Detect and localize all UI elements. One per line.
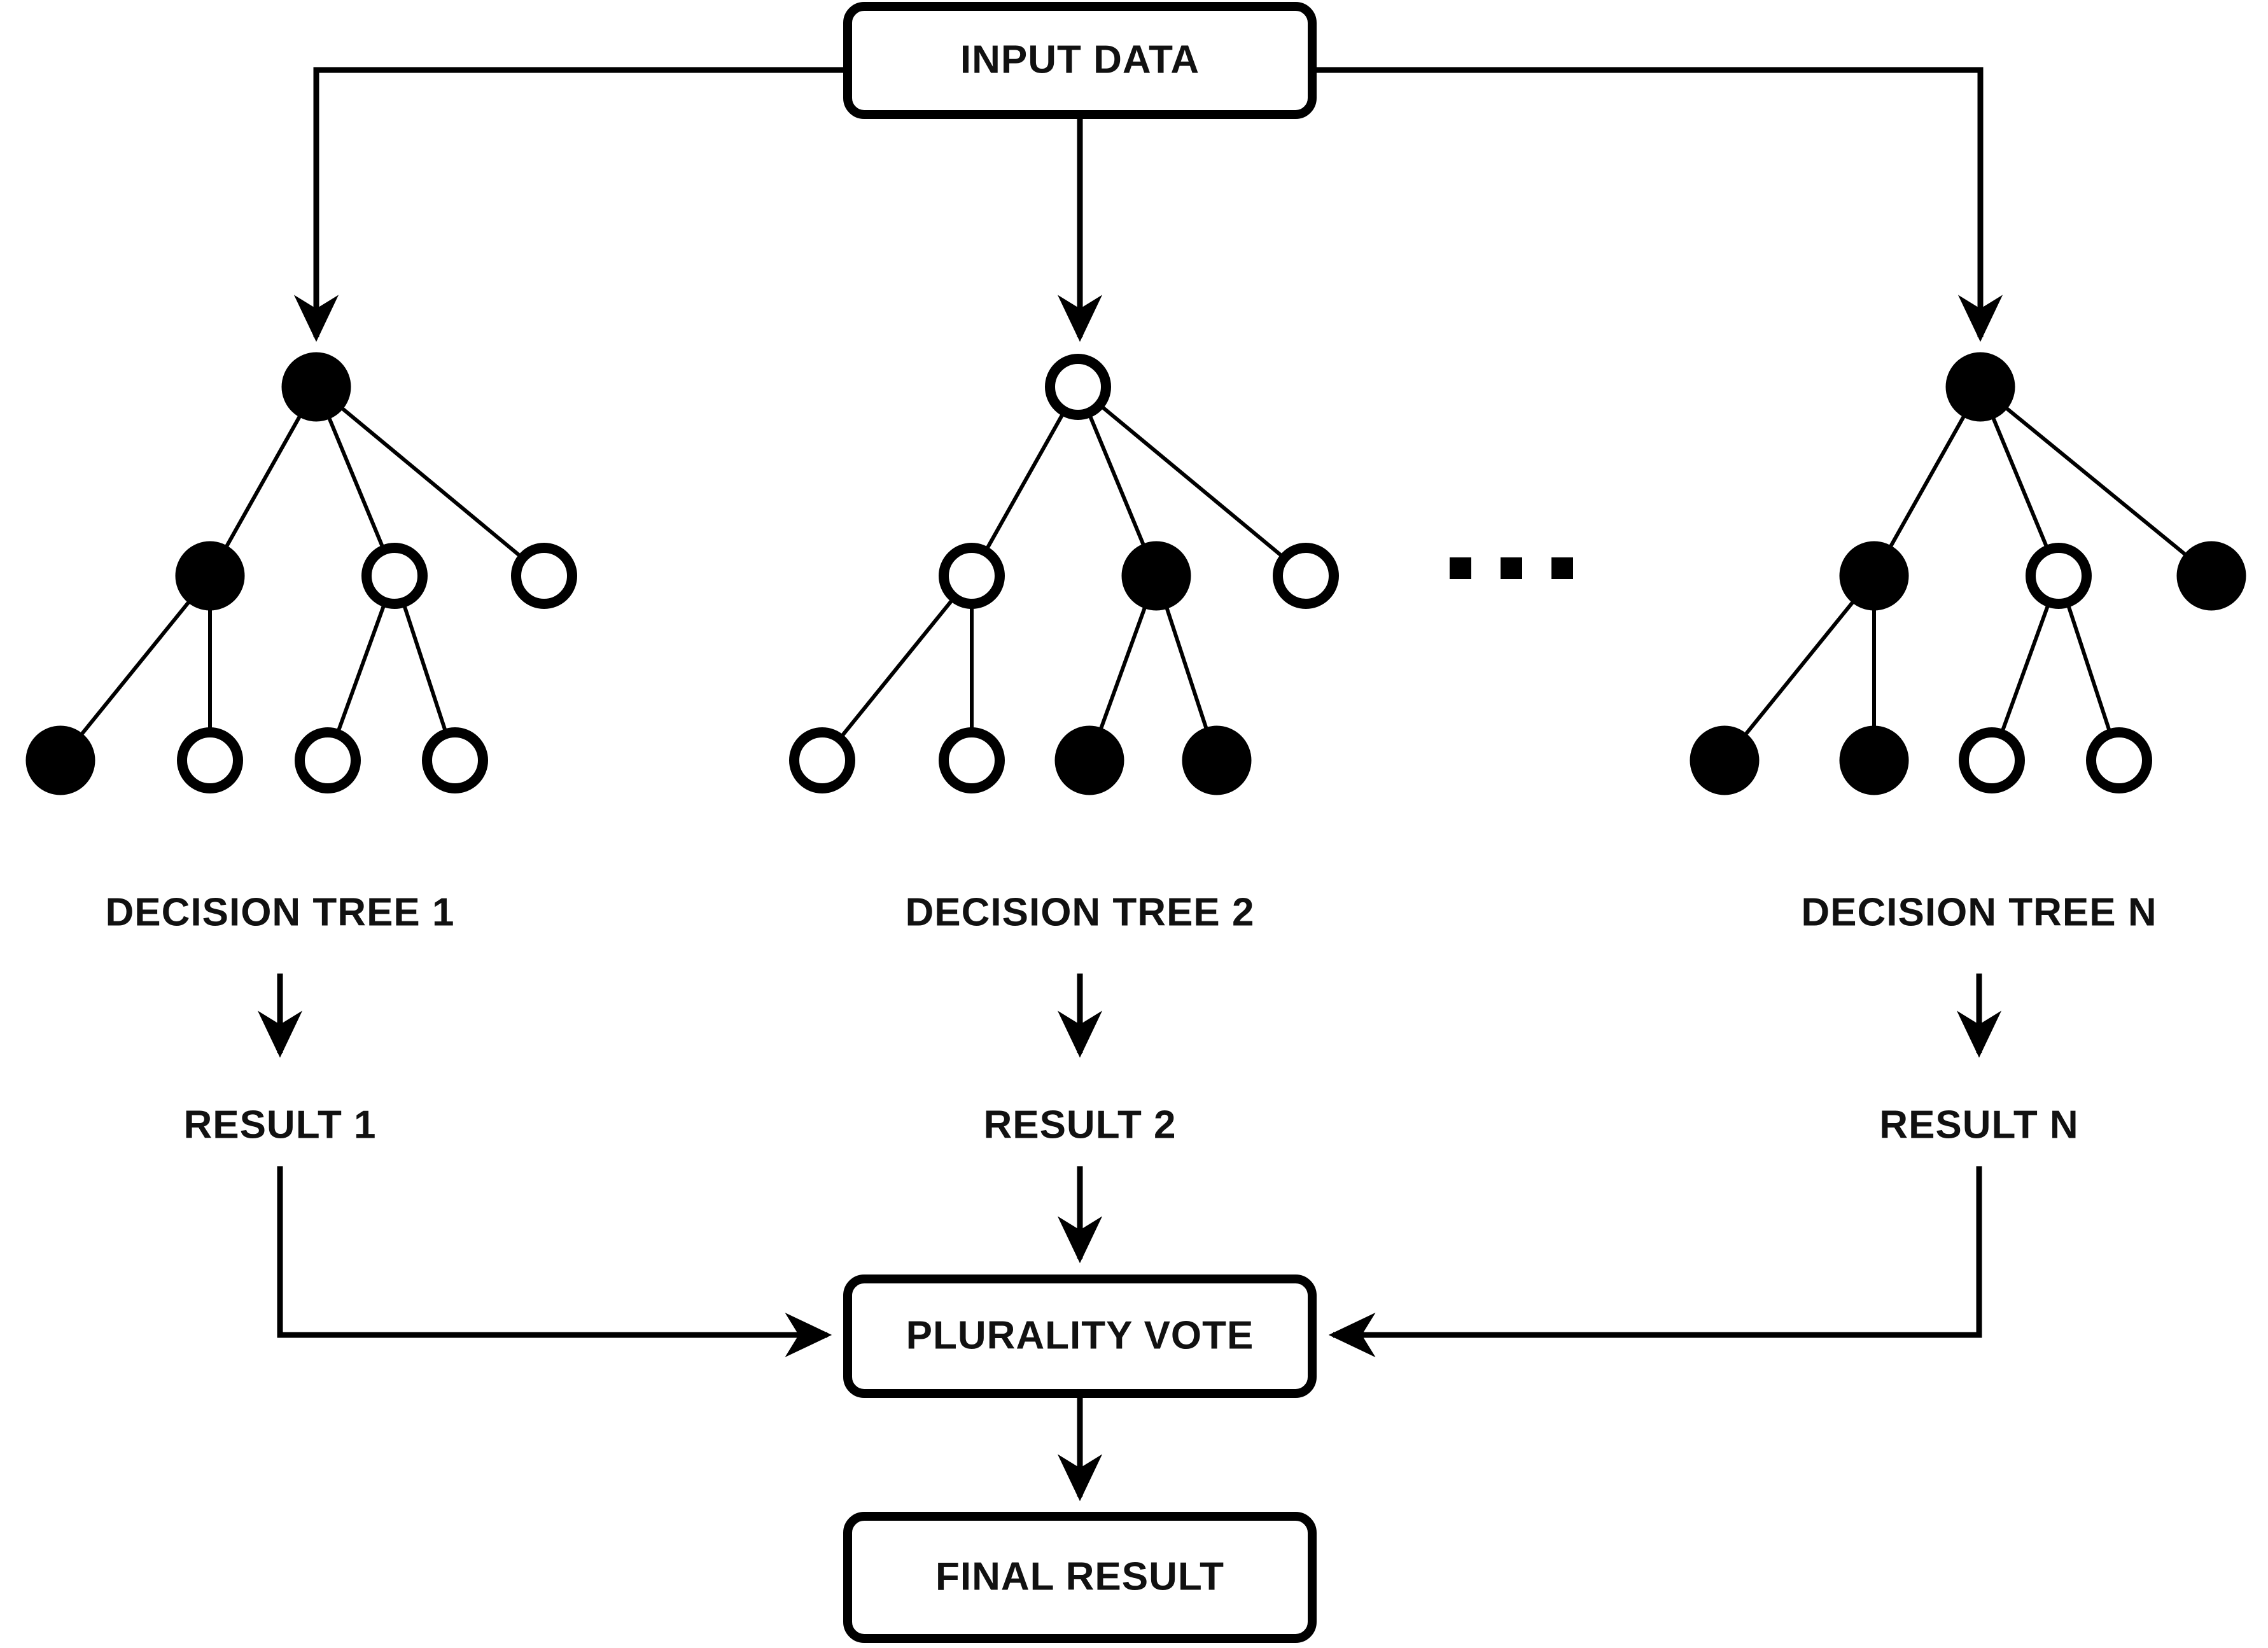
tree-1-leaf-1[interactable] xyxy=(177,727,243,793)
tree-n-root-node[interactable] xyxy=(1945,352,2015,422)
tree-2-leaf-3[interactable] xyxy=(1182,725,1252,795)
plurality-vote-label: PLURALITY VOTE xyxy=(906,1313,1254,1357)
tree-1-leaf-3[interactable] xyxy=(422,727,488,793)
final-result-rect xyxy=(843,1512,1317,1643)
tree-2-edge-root-c0 xyxy=(970,386,1080,577)
tree-n-edges xyxy=(1723,385,2213,762)
decision-tree-2 xyxy=(789,354,1339,795)
decision-tree-n-caption: DECISION TREE N xyxy=(1801,890,2157,934)
tree-n-node-l2-1[interactable] xyxy=(2026,543,2092,609)
tree-2-edge-root-c2 xyxy=(1077,385,1307,578)
tree-1-leaf-0[interactable] xyxy=(25,725,95,795)
tree-1-edge-root-c0 xyxy=(208,386,318,577)
tree-2-edges xyxy=(820,385,1307,762)
tree-1-node-l2-0[interactable] xyxy=(175,541,245,611)
tree-n-leaf-1[interactable] xyxy=(1839,725,1909,795)
final-result-label: FINAL RESULT xyxy=(935,1554,1224,1598)
tree-n-edge-root-c2 xyxy=(1979,385,2213,578)
connector-result-1-to-vote xyxy=(277,1166,832,1358)
tree-n-edge-c0-l0 xyxy=(1723,575,1876,762)
tree-n-node-l2-0[interactable] xyxy=(1839,541,1909,611)
ellipsis-dot-1 xyxy=(1450,557,1471,579)
input-data-label: INPUT DATA xyxy=(960,38,1200,81)
tree-2-leaf-0[interactable] xyxy=(789,727,855,793)
connector-input-to-tree-n xyxy=(1312,67,2003,342)
tree-n-edge-root-c0 xyxy=(1872,386,1982,577)
connector-result-n-to-vote xyxy=(1328,1166,1982,1358)
tree-1-root-node[interactable] xyxy=(281,352,351,422)
tree-1-node-l2-2[interactable] xyxy=(511,543,577,609)
tree-2-leaf-1[interactable] xyxy=(939,727,1005,793)
decision-tree-1 xyxy=(25,352,577,795)
tree-n-leaf-0[interactable] xyxy=(1690,725,1760,795)
tree-2-node-l2-0[interactable] xyxy=(939,543,1005,609)
tree-1-node-l2-1[interactable] xyxy=(361,543,428,609)
tree-n-leaf-2[interactable] xyxy=(1959,727,2025,793)
tree-n-leaf-3[interactable] xyxy=(2086,727,2152,793)
tree-2-leaf-2[interactable] xyxy=(1054,725,1124,795)
input-data-box[interactable]: INPUT DATA xyxy=(843,2,1317,119)
decision-tree-2-caption: DECISION TREE 2 xyxy=(906,890,1255,934)
result-2-label: RESULT 2 xyxy=(983,1103,1176,1147)
input-distribution-lines xyxy=(293,67,2003,342)
tree-1-edge-root-c2 xyxy=(315,385,545,578)
tree-n-node-l2-2[interactable] xyxy=(2176,541,2246,611)
final-result-box[interactable]: FINAL RESULT xyxy=(843,1512,1317,1643)
ellipsis-dot-2 xyxy=(1501,557,1522,579)
plurality-vote-box[interactable]: PLURALITY VOTE xyxy=(843,1274,1317,1398)
tree-1-leaf-2[interactable] xyxy=(295,727,361,793)
tree-1-edges xyxy=(59,385,545,762)
tree-2-node-l2-1[interactable] xyxy=(1121,541,1191,611)
tree-1-edge-c0-l0 xyxy=(59,575,212,762)
tree-2-edge-c0-l0 xyxy=(820,575,974,762)
ellipsis-dot-3 xyxy=(1551,557,1573,579)
result-n-label: RESULT N xyxy=(1879,1103,2078,1147)
decision-tree-n xyxy=(1690,352,2246,795)
dots-horizontal-icon xyxy=(1450,557,1573,579)
connector-input-to-tree-1 xyxy=(293,67,848,342)
tree-2-node-l2-2[interactable] xyxy=(1273,543,1339,609)
tree-2-root-node[interactable] xyxy=(1045,354,1111,420)
decision-tree-1-caption: DECISION TREE 1 xyxy=(106,890,455,934)
result-1-label: RESULT 1 xyxy=(183,1103,376,1147)
